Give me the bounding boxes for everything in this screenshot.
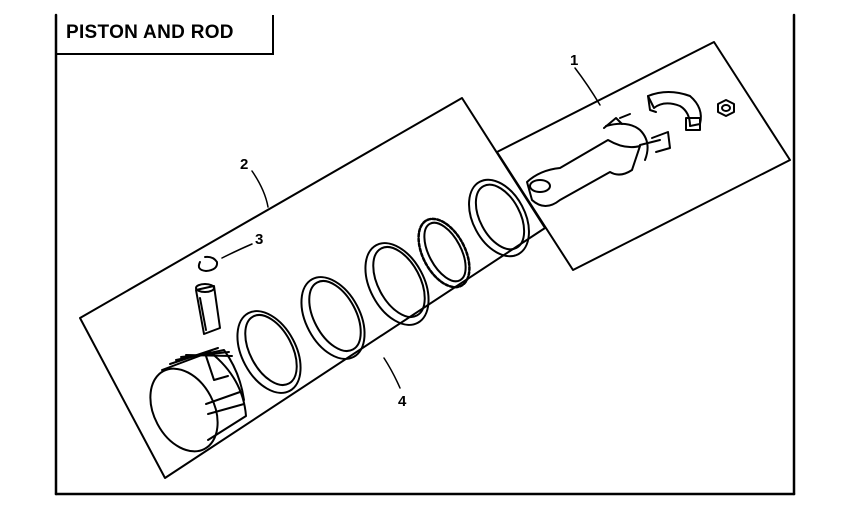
callout-3: 3 [255, 231, 264, 248]
rod-cap [647, 91, 702, 131]
title-box [56, 15, 274, 55]
piston-rings [236, 178, 530, 394]
connecting-rod [526, 113, 671, 207]
rod-nut [717, 99, 735, 117]
callout-1: 1 [570, 52, 579, 69]
callout-2: 2 [240, 156, 249, 173]
piston [149, 347, 247, 453]
callout-4: 4 [398, 393, 407, 410]
diagram-title: PISTON AND ROD [66, 22, 234, 43]
outer-frame [54, 13, 796, 496]
leader-lines [221, 67, 601, 389]
rod-kit-outline [496, 41, 791, 271]
retainer-clip [197, 255, 219, 272]
wrist-pin [195, 283, 221, 335]
